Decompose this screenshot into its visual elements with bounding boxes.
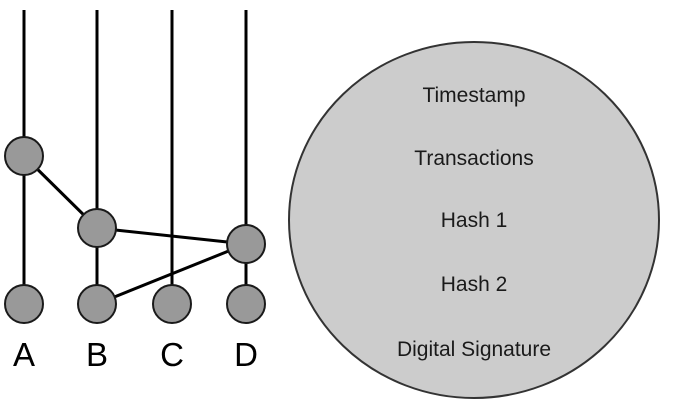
field-hash-1: Hash 1: [441, 209, 508, 232]
event-node: [4, 136, 44, 176]
event-detail: Timestamp Transactions Hash 1 Hash 2 Dig…: [288, 41, 660, 399]
edge-b-d: [96, 226, 247, 246]
edge-b-bottom-d: [96, 242, 247, 306]
event-circle: [288, 41, 660, 399]
column-label-d: D: [234, 336, 258, 373]
column-label-a: A: [13, 336, 35, 373]
column-label-b: B: [86, 336, 108, 373]
hashgraph: A B C D: [4, 10, 266, 373]
field-timestamp: Timestamp: [422, 84, 525, 107]
field-digital-signature: Digital Signature: [397, 338, 551, 361]
event-node: [77, 284, 117, 324]
event-node: [226, 224, 266, 264]
event-node: [77, 208, 117, 248]
field-hash-2: Hash 2: [441, 273, 508, 296]
event-node: [4, 284, 44, 324]
event-node: [152, 284, 192, 324]
event-node: [226, 284, 266, 324]
column-label-c: C: [160, 336, 184, 373]
field-transactions: Transactions: [414, 147, 533, 170]
